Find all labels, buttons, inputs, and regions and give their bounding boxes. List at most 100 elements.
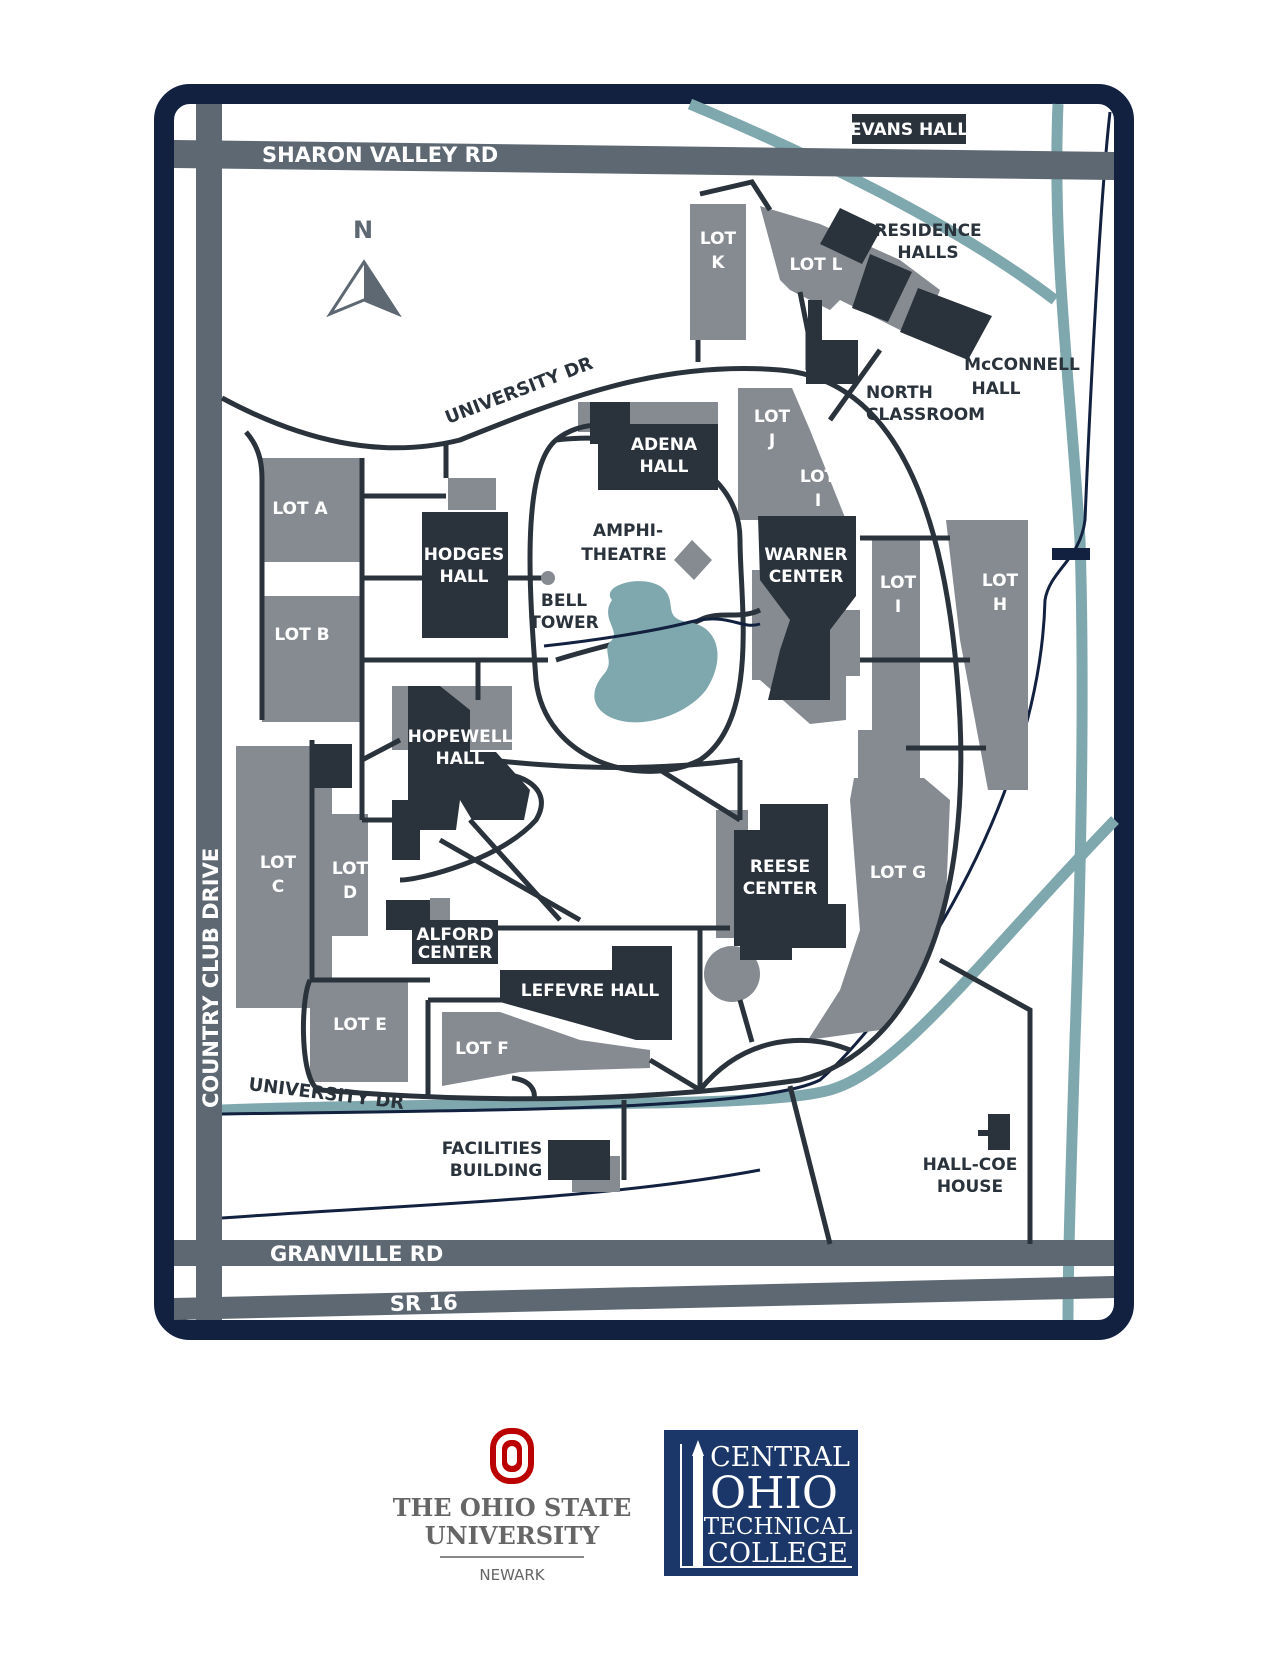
university-dr-ring — [220, 365, 964, 1102]
river — [221, 98, 1119, 1321]
north-classroom-link — [808, 300, 822, 344]
lot-i-right-label-1: LOT — [880, 573, 917, 593]
north-classroom-label-1: NORTH — [866, 383, 933, 403]
osu-name-line1: THE OHIO STATE — [393, 1493, 632, 1522]
amphitheatre-stage — [674, 540, 712, 580]
lot-i-left-label-1: LOT — [800, 467, 837, 487]
bell-tower-path — [543, 617, 761, 648]
hall-coe-house-label-2: HOUSE — [937, 1177, 1003, 1197]
hodges-annex — [448, 478, 496, 510]
lot-g — [808, 778, 950, 1040]
block-o-icon — [490, 1428, 534, 1484]
amphitheatre-label-1: AMPHI- — [593, 521, 663, 541]
lot-i-right-label-2: I — [895, 597, 901, 617]
lot-a-label: LOT A — [272, 499, 328, 519]
facilities-building-label-1: FACILITIES — [442, 1139, 543, 1159]
evans-hall-label: EVANS HALL — [850, 120, 968, 140]
adena-hall-label-1: ADENA — [631, 435, 698, 455]
lot-d-label-2: D — [343, 883, 357, 903]
lot-c2 — [312, 760, 332, 1008]
lot-g-label: LOT G — [870, 863, 926, 883]
residence-hall-1 — [820, 208, 882, 264]
lot-c — [236, 746, 312, 1008]
facilities-building — [548, 1140, 610, 1180]
north-arrow: N — [326, 216, 402, 318]
sharon-valley-rd-label: SHARON VALLEY RD — [262, 143, 498, 167]
cotc-line2: OHIO — [710, 1468, 838, 1519]
lot-d-label-1: LOT — [332, 859, 369, 879]
lot-j-label-2: J — [768, 431, 775, 451]
buildings — [312, 114, 1010, 1180]
lot-d — [332, 814, 368, 936]
sr-16-label: SR 16 — [390, 1290, 458, 1316]
hodges-hall-label-2: HALL — [439, 567, 488, 587]
residence-halls-label-1: RESIDENCE — [874, 221, 981, 241]
alford-center-box — [412, 920, 498, 964]
pond — [594, 581, 718, 723]
culvert — [1052, 548, 1090, 560]
facilities-building-label-2: BUILDING — [450, 1161, 543, 1181]
lot-b — [262, 596, 362, 722]
cotc-line4: COLLEGE — [708, 1538, 848, 1569]
main-roads — [174, 104, 1114, 1320]
adena-hall — [590, 402, 718, 490]
lot-k-label-1: LOT — [700, 229, 737, 249]
residence-halls-label-2: HALLS — [897, 243, 958, 263]
bell-tower-label-1: BELL — [541, 591, 587, 611]
alford-center-label-1: ALFORD — [416, 925, 493, 945]
lefevre-hall — [500, 946, 672, 1040]
lot-e-label: LOT E — [333, 1015, 387, 1035]
north-classroom — [806, 340, 858, 384]
cotc-line3: TECHNICAL — [704, 1514, 852, 1540]
lot-k — [690, 204, 746, 340]
sr-16-road — [174, 1276, 1114, 1320]
lot-j-label-1: LOT — [754, 407, 791, 427]
amphitheatre-label-2: THEATRE — [581, 545, 667, 565]
bell-tower-label-2: TOWER — [529, 613, 599, 633]
granville-rd — [174, 1240, 1114, 1266]
hopewell-link — [312, 744, 352, 788]
lot-f — [442, 1012, 650, 1086]
tower-icon — [692, 1440, 704, 1566]
lot-l-label: LOT L — [789, 255, 842, 275]
north-classroom-label-2: CLASSROOM — [866, 405, 985, 425]
alford-center-label-2: CENTER — [418, 943, 493, 963]
lot-c-label-1: LOT — [260, 853, 297, 873]
alford-annex — [430, 898, 450, 922]
mcconnell-hall-label-1: McCONNELL — [964, 355, 1080, 375]
sharon-valley-rd — [174, 140, 1114, 180]
lot-h-label-2: H — [993, 595, 1007, 615]
cotc-logo: CENTRAL OHIO TECHNICAL COLLEGE — [664, 1430, 858, 1576]
country-club-drive — [196, 104, 222, 1320]
reese-center — [734, 804, 846, 960]
hall-coe-house-label-1: HALL-COE — [923, 1155, 1018, 1175]
north-label: N — [353, 216, 373, 244]
residence-hall-2 — [852, 254, 912, 322]
residence-hall-3 — [900, 288, 992, 360]
warner-center-label-2: CENTER — [769, 567, 844, 587]
lot-e — [310, 980, 408, 1082]
lot-f-label: LOT F — [455, 1039, 509, 1059]
osu-newark-logo: THE OHIO STATE UNIVERSITY NEWARK — [393, 1428, 632, 1584]
hopewell-hall-label-2: HALL — [435, 749, 484, 769]
hodges-hall-label-1: HODGES — [424, 545, 505, 565]
lot-h-label-1: LOT — [982, 571, 1019, 591]
hodges-hall — [422, 512, 508, 638]
granville-rd-label: GRANVILLE RD — [270, 1242, 443, 1266]
osu-name-line2: UNIVERSITY — [425, 1521, 600, 1550]
osu-campus: NEWARK — [479, 1566, 545, 1584]
hopewell-hall — [392, 686, 530, 860]
lefevre-hall-label: LEFEVRE HALL — [521, 981, 660, 1001]
lot-c-label-2: C — [272, 877, 284, 897]
lot-i-left-label-2: I — [815, 491, 821, 511]
reese-center-label-1: REESE — [750, 857, 810, 877]
mcconnell-hall-label-2: HALL — [971, 379, 1020, 399]
hopewell-hall-label-1: HOPEWELL — [408, 727, 513, 747]
warner-center-label-1: WARNER — [764, 545, 847, 565]
lot-b-label: LOT B — [274, 625, 329, 645]
campus-roads — [220, 179, 1033, 1245]
warner-center — [758, 516, 856, 700]
reese-center-label-2: CENTER — [743, 879, 818, 899]
lot-i-right-tail — [858, 730, 898, 778]
